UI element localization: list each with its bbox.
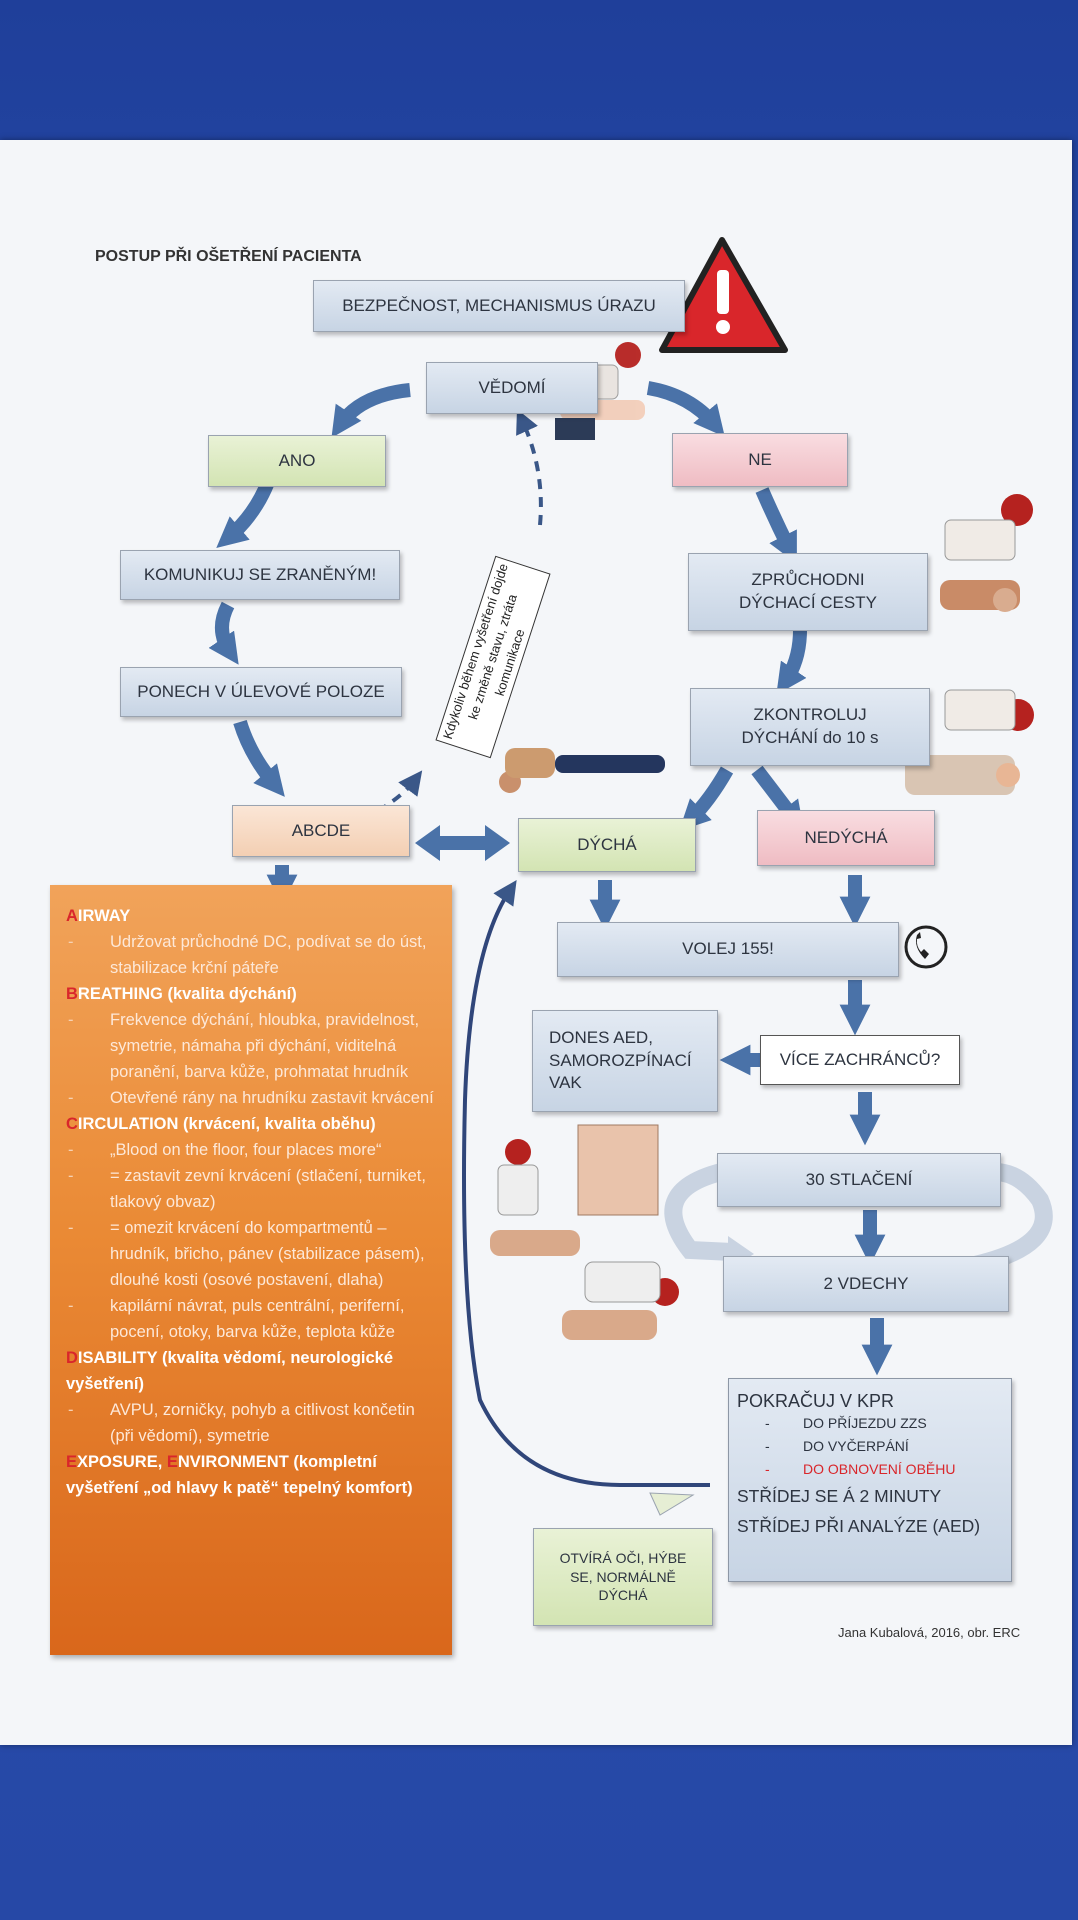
circulation-item: -= omezit krvácení do kompartmentů – hru… bbox=[68, 1219, 425, 1289]
recovery-box: PONECH V ÚLEVOVÉ POLOZE bbox=[120, 667, 402, 717]
circulation-heading: CIRCULATION (krvácení, kvalita oběhu) bbox=[66, 1115, 376, 1133]
cpr-heading: POKRAČUJ V KPR bbox=[737, 1391, 895, 1411]
safety-box: BEZPEČNOST, MECHANISMUS ÚRAZU bbox=[313, 280, 685, 332]
phone-icon bbox=[904, 925, 948, 969]
breathing-box: DÝCHÁ bbox=[518, 818, 696, 872]
call-box: VOLEJ 155! bbox=[557, 922, 899, 977]
check-breathing-figure-icon bbox=[905, 689, 1034, 795]
cpr-aed-line: STŘÍDEJ PŘI ANALÝZE (AED) bbox=[737, 1516, 981, 1536]
arrow-recovery-abcde bbox=[233, 719, 285, 797]
communicate-box: KOMUNIKUJ SE ZRANĚNÝM! bbox=[120, 550, 400, 600]
recovery-position-figure-icon bbox=[499, 748, 665, 793]
cpr-item: -DO PŘÍJEZDU ZZS bbox=[765, 1415, 927, 1431]
credit: Jana Kubalová, 2016, obr. ERC bbox=[838, 1625, 1021, 1640]
circulation-item: -„Blood on the floor, four places more“ bbox=[68, 1141, 382, 1159]
callout-tail bbox=[649, 1492, 695, 1516]
compressions-box: 30 STLAČENÍ bbox=[717, 1153, 1001, 1207]
no-box: NE bbox=[672, 433, 848, 487]
arrow-to-ano bbox=[331, 383, 411, 438]
exposure-heading: EXPOSURE, ENVIRONMENT (kompletní vyšetře… bbox=[66, 1453, 413, 1497]
circulation-item: -kapilární návrat, puls centrální, perif… bbox=[68, 1297, 405, 1341]
arrow-check-breathing bbox=[679, 766, 734, 831]
page-title: POSTUP PŘI OŠETŘENÍ PACIENTA bbox=[95, 248, 362, 265]
arrow-ne-airway bbox=[755, 487, 797, 564]
opens-eyes-box: OTVÍRÁ OČI, HÝBE SE, NORMÁLNĚ DÝCHÁ bbox=[533, 1528, 713, 1626]
flow-arrows bbox=[208, 381, 893, 1376]
arrow-ano-communicate bbox=[216, 479, 275, 548]
yes-box: ANO bbox=[208, 435, 386, 487]
arrow-airway-check bbox=[776, 629, 807, 695]
rescuers-box: VÍCE ZACHRÁNCŮ? bbox=[760, 1035, 960, 1085]
cycle-arrow-right bbox=[972, 1163, 1053, 1274]
breaths-box: 2 VDECHY bbox=[723, 1256, 1009, 1312]
breathing-item: -Otevřené rány na hrudníku zastavit krvá… bbox=[68, 1089, 434, 1107]
cpr-rotate-line: STŘÍDEJ SE Á 2 MINUTY bbox=[737, 1486, 942, 1506]
return-arrow bbox=[462, 880, 710, 1487]
cpr-figure-icon bbox=[490, 1124, 679, 1340]
check-breathing-box: ZKONTROLUJ DÝCHÁNÍ do 10 s bbox=[690, 688, 930, 766]
dashed-arrow-upper bbox=[516, 409, 543, 526]
disability-heading: DISABILITY (kvalita vědomí, neurologické… bbox=[66, 1349, 394, 1393]
not-breathing-box: NEDÝCHÁ bbox=[757, 810, 935, 866]
circulation-item: -= zastavit zevní krvácení (stlačení, tu… bbox=[68, 1167, 426, 1211]
double-arrow bbox=[415, 825, 510, 861]
breathing-item: -Frekvence dýchání, hloubka, pravidelnos… bbox=[68, 1011, 420, 1081]
warning-icon bbox=[659, 237, 788, 353]
aed-box: DONES AED, SAMOROZPÍNACÍ VAK bbox=[532, 1010, 718, 1112]
arrow-to-ne bbox=[646, 381, 725, 437]
airway-box: ZPRŮCHODNI DÝCHACÍ CESTY bbox=[688, 553, 928, 631]
cpr-item: -DO VYČERPÁNÍ bbox=[765, 1438, 909, 1454]
airway-heading: AIRWAY bbox=[66, 907, 131, 925]
disability-item: -AVPU, zorničky, pohyb a citlivost konče… bbox=[68, 1401, 415, 1445]
conscious-box: VĚDOMÍ bbox=[426, 362, 598, 414]
airway-figure-icon bbox=[940, 494, 1033, 612]
arrow-communicate-recovery bbox=[208, 601, 239, 665]
abcde-box: ABCDE bbox=[232, 805, 410, 857]
cpr-item: -DO OBNOVENÍ OBĚHU bbox=[765, 1461, 956, 1477]
breathing-heading: BREATHING (kvalita dýchání) bbox=[66, 985, 297, 1003]
airway-item: -Udržovat průchodné DC, podívat se do ús… bbox=[68, 933, 427, 977]
continue-cpr-box: POKRAČUJ V KPR -DO PŘÍJEZDU ZZS -DO VYČE… bbox=[728, 1378, 1012, 1582]
abcde-panel: AIRWAY -Udržovat průchodné DC, podívat s… bbox=[50, 885, 452, 1655]
